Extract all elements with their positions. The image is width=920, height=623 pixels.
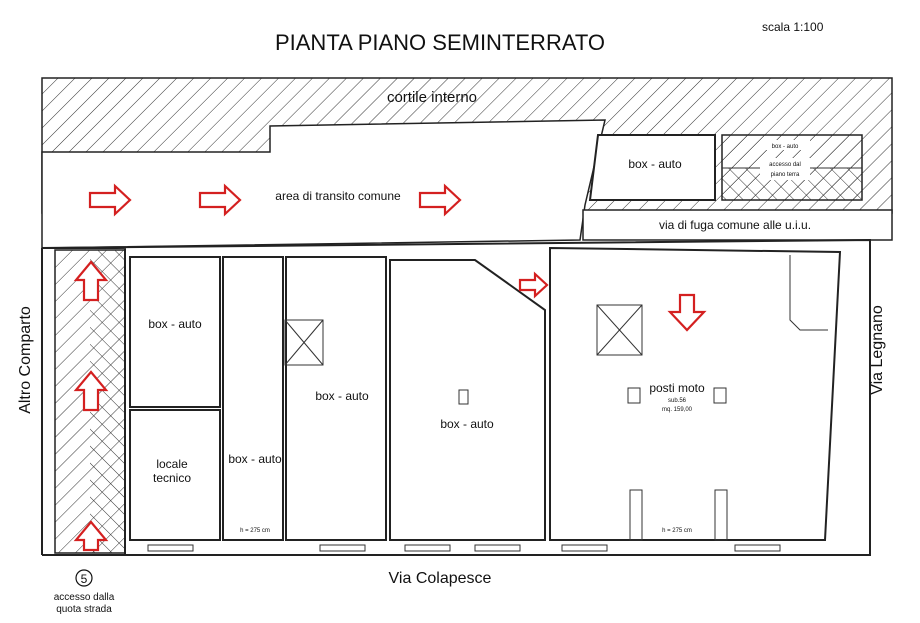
left-street-label: Altro Comparto [17,306,34,414]
room-2-label-2: tecnico [153,471,191,485]
access-street-1: accesso dalla [54,592,115,603]
courtyard-label: cortile interno [387,89,477,106]
arrow-down-icon [667,293,707,332]
flow-arrows [73,183,707,552]
moto-label: posti moto [649,381,705,395]
room-box-auto-4 [389,259,546,541]
escape-corridor [582,209,893,241]
room-posti-moto [549,246,842,541]
access-number-circle [75,569,93,587]
scale-label: scala 1:100 [762,20,824,34]
escape-label: via di fuga comune alle u.i.u. [659,218,811,232]
arrow-right-icon [198,183,242,217]
room-box-auto-3 [285,256,387,541]
room-3-height: h = 275 cm [240,528,270,534]
moto-area: mq. 159,00 [662,407,693,413]
ramp-access-label-2: piano terra [771,172,800,178]
room-5-label: box - auto [440,417,494,431]
arrow-up-icon [73,520,109,552]
windows [147,544,781,552]
transit-label: area di transito comune [275,189,401,203]
bottom-street-label: Via Colapesce [389,570,492,587]
access-number: 5 [81,572,88,586]
box-auto-upper [588,134,716,201]
room-3-label: box - auto [228,452,282,466]
access-street-2: quota strada [56,604,112,615]
box-auto-upper-label: box - auto [628,157,682,171]
room-2-label-1: locale [156,457,188,471]
arrow-up-icon [73,260,109,302]
arrow-right-icon [88,183,132,217]
right-street-label: Via Legnano [869,305,886,395]
moto-height: h = 275 cm [662,528,692,534]
room-1-label: box - auto [148,317,202,331]
arrow-right-icon [418,183,462,217]
room-box-auto-1 [129,256,221,408]
shaft-2 [596,304,643,356]
ramp-access-label-1: accesso dal [769,162,801,168]
room-box-auto-2 [222,256,284,541]
room-4-label: box - auto [315,389,369,403]
shaft-1 [284,319,324,366]
page-title: PIANTA PIANO SEMINTERRATO [275,30,605,55]
room-locale-tecnico [129,409,221,541]
arrow-up-icon [73,370,109,412]
ramp-box-label: box - auto [772,144,799,150]
arrow-right-icon [518,271,549,299]
moto-sub: sub.56 [668,398,687,404]
